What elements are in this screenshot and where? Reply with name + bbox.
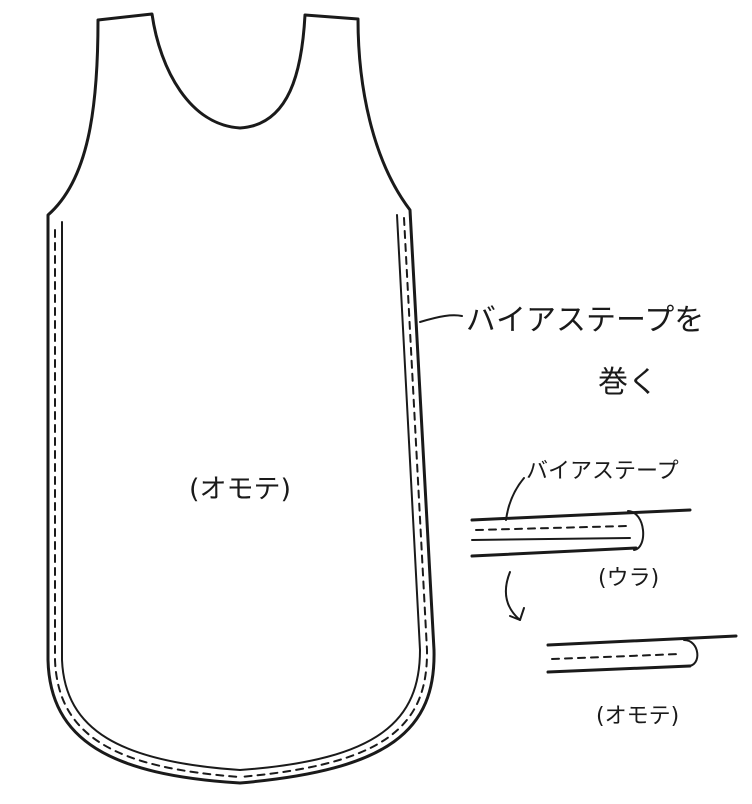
detail-tape-label: バイアステープ: [526, 459, 679, 484]
left-binding-edge: [61, 221, 241, 771]
right-binding-edge: [239, 214, 421, 771]
detail-back: バイアステープ (ウラ): [470, 459, 692, 591]
detail-front-stitch: [551, 653, 681, 660]
front-tape-roll: [683, 639, 699, 667]
flip-arrow: [504, 571, 525, 621]
detail-back-stitch: [475, 525, 627, 531]
detail-back-label: (ウラ): [598, 566, 659, 591]
garment-front-label: (オモテ): [189, 474, 291, 505]
bias-tape-end: [627, 510, 645, 551]
detail-front: (オモテ): [546, 634, 738, 729]
callout-line-1: バイアステープを: [466, 303, 704, 338]
garment: (オモテ): [46, 12, 436, 785]
garment-outline: [46, 12, 436, 785]
flip-arrow-shaft: [504, 571, 521, 621]
fabric-edge-top: [470, 508, 692, 522]
callout-leader-line: [419, 314, 463, 323]
bias-tape-callout: バイアステープを 巻く: [419, 303, 704, 400]
flip-arrow-head: [509, 607, 525, 621]
detail-front-label: (オモテ): [596, 704, 679, 729]
tape-label-leader: [505, 477, 525, 521]
fabric-edge-mid: [471, 537, 631, 541]
front-fabric-bottom: [546, 664, 692, 674]
front-fabric-top: [546, 634, 738, 647]
left-stitch-line: [54, 229, 241, 778]
fabric-edge-bottom: [470, 546, 638, 558]
callout-line-2: 巻く: [598, 365, 658, 400]
right-stitch-line: [239, 217, 429, 778]
